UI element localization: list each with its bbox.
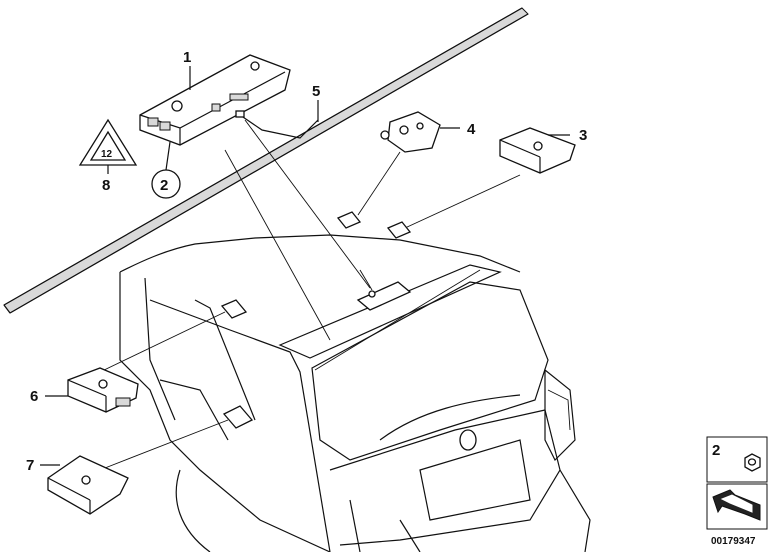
callout-2: 2 bbox=[151, 141, 181, 199]
callout-7-label: 7 bbox=[26, 457, 34, 474]
callout-3-label: 3 bbox=[579, 127, 587, 144]
control-unit-4[interactable]: 4 bbox=[357, 111, 476, 216]
callout-5: 5 bbox=[312, 83, 320, 122]
callout-2-label: 2 bbox=[160, 177, 168, 194]
legend-symbol-box bbox=[706, 483, 768, 530]
module-3[interactable]: 3 bbox=[404, 127, 587, 229]
warning-triangle-label[interactable]: 12 8 bbox=[78, 118, 138, 194]
callout-5-label: 5 bbox=[312, 83, 320, 100]
warning-label-text: 12 bbox=[101, 149, 113, 160]
legend-part-number: 2 bbox=[712, 442, 720, 459]
callout-1: 1 bbox=[183, 49, 191, 90]
callout-4-label: 4 bbox=[467, 121, 476, 138]
callout-8-label: 8 bbox=[102, 177, 110, 194]
callout-1-label: 1 bbox=[183, 49, 191, 66]
module-6[interactable]: 6 bbox=[30, 367, 139, 413]
callout-6-label: 6 bbox=[30, 388, 38, 405]
bracket-pair bbox=[336, 211, 412, 239]
pillar-bracket-lower bbox=[104, 405, 254, 469]
diagram-id: 00179347 bbox=[711, 536, 756, 547]
antenna-strip[interactable] bbox=[3, 7, 529, 314]
module-7[interactable]: 7 bbox=[26, 455, 129, 515]
antenna-amplifier-module[interactable] bbox=[139, 54, 319, 146]
pillar-bracket-upper bbox=[99, 299, 248, 373]
legend-nut-box: 2 bbox=[706, 436, 768, 483]
roof-amplifier-mount[interactable] bbox=[224, 119, 412, 341]
car-body-outline bbox=[119, 234, 591, 552]
